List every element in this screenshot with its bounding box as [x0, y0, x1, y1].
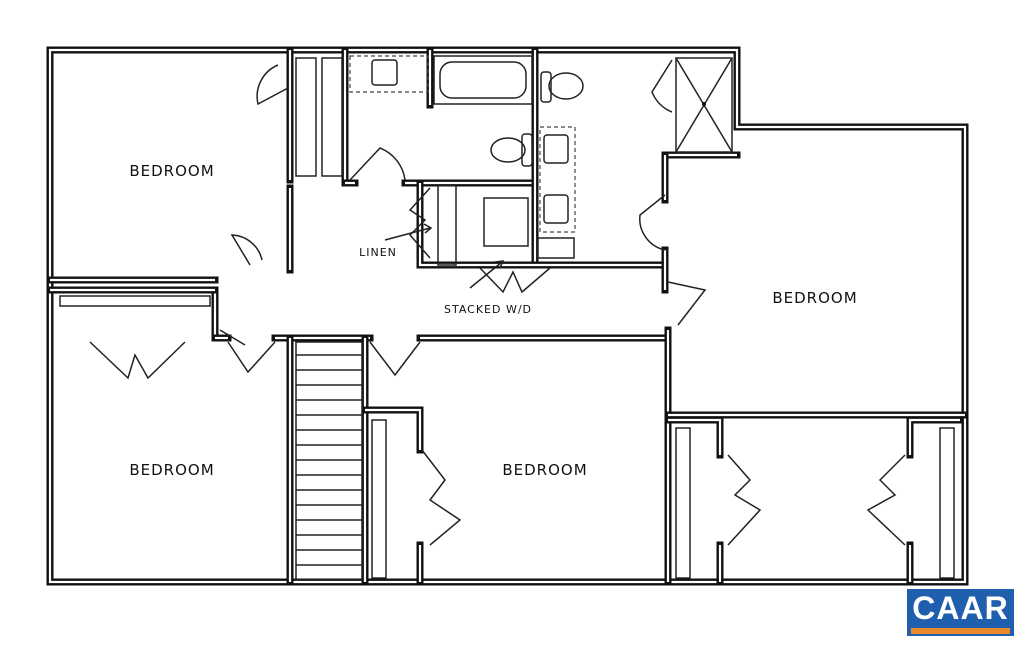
closet-shelf [939, 427, 955, 579]
wall [908, 418, 960, 455]
caar-logo: CAAR [907, 589, 1014, 636]
bifold-door [421, 449, 462, 546]
logo-text: CAAR [912, 590, 1009, 626]
double-vanity [539, 126, 576, 233]
toilet-tank [540, 71, 552, 103]
closet-shelf [675, 427, 691, 579]
toilet-icon [490, 137, 526, 163]
wall [906, 416, 964, 459]
toilet-icon [548, 72, 584, 100]
room-label-bedroom: BEDROOM [129, 162, 214, 180]
closet-shelf [59, 295, 211, 307]
staircase [295, 341, 363, 581]
bifold-door [408, 187, 431, 259]
door-swing [639, 194, 666, 251]
fixtures [59, 55, 955, 581]
stair-treads [296, 354, 362, 566]
bifold-door [866, 454, 906, 546]
door-swing [219, 234, 263, 346]
room-label-bedroom: BEDROOM [502, 461, 587, 479]
wall [418, 183, 665, 267]
bathtub [433, 55, 533, 105]
cabinet [537, 237, 575, 259]
walls [46, 46, 969, 586]
annotation-linen: LINEN [359, 246, 397, 259]
vanity-counter [349, 55, 429, 93]
door-swing [369, 341, 421, 377]
sink-icon [543, 134, 569, 164]
closet-shelf [371, 419, 387, 579]
door-swing [651, 59, 673, 113]
wall [48, 48, 967, 584]
wall [46, 46, 969, 586]
doors [89, 59, 906, 546]
closet-shelf [321, 57, 343, 177]
sink-icon [371, 59, 398, 86]
door-swing [349, 147, 406, 181]
sink-icon [543, 194, 569, 224]
shower-drain-icon [702, 102, 706, 106]
logo-tagline-bar [911, 628, 1010, 634]
bathtub-basin [439, 61, 527, 99]
shower-stall [675, 57, 733, 153]
bifold-door [89, 341, 186, 380]
room-label-bedroom: BEDROOM [772, 289, 857, 307]
wall [365, 408, 422, 450]
door-swing [667, 281, 707, 326]
toilet-tank [521, 133, 533, 167]
arrow-icon [384, 223, 433, 241]
room-label-bedroom: BEDROOM [129, 461, 214, 479]
linen-shelf [437, 184, 457, 266]
wall [668, 418, 722, 455]
stacked-washer-dryer [483, 197, 529, 247]
arrow-icon [469, 260, 505, 289]
closet-shelf [295, 57, 317, 177]
door-swing [227, 341, 276, 374]
door-swing [256, 64, 289, 106]
bifold-door [727, 454, 762, 546]
wall [361, 406, 424, 454]
annotation-stacked-wd: STACKED W/D [444, 303, 532, 316]
room-labels: BEDROOM BEDROOM BEDROOM BEDROOM LINEN ST… [129, 162, 857, 479]
bifold-door [479, 267, 551, 294]
